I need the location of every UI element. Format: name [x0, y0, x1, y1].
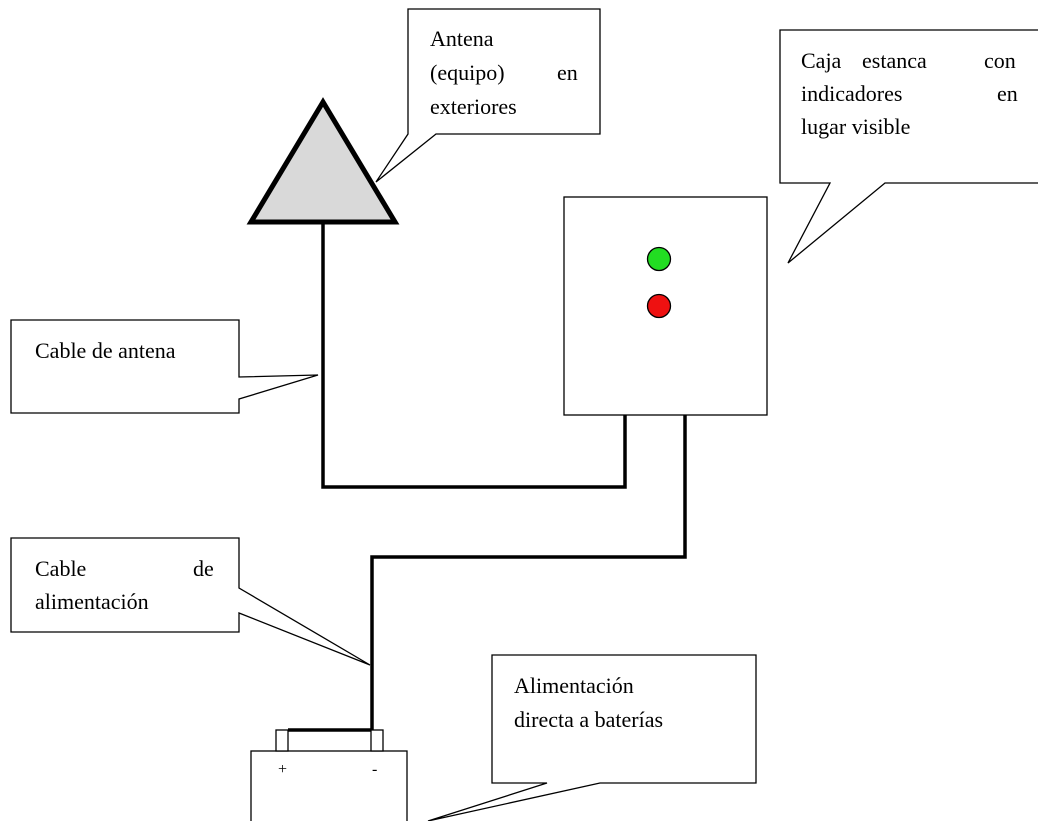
power-cable-callout-line1a: Cable — [35, 556, 87, 581]
box-callout-bubble — [779, 29, 1038, 264]
box-callout-line2b: en — [997, 81, 1018, 106]
box-callout-line2a: indicadores — [801, 81, 903, 106]
power-cable-callout-line1b: de — [193, 556, 214, 581]
antenna-callout-line1: Antena — [430, 26, 494, 51]
power-cable-callout-bubble — [10, 537, 371, 666]
antenna-callout-line2b: en — [557, 60, 578, 85]
box-callout-line1b: estanca — [862, 48, 927, 73]
box-callout-line1a: Caja — [801, 48, 842, 73]
box-callout-line3: lugar visible — [801, 114, 911, 139]
battery-callout-line1: Alimentación — [514, 673, 634, 698]
battery-body — [250, 750, 408, 821]
antenna-callout-line2a: (equipo) — [430, 60, 505, 85]
battery-callout-bubble — [427, 654, 757, 821]
antenna-callout-line3: exteriores — [430, 94, 517, 119]
antenna-cable-callout-bubble — [10, 319, 319, 414]
battery-callout-line2: directa a baterías — [514, 707, 664, 732]
power-cable — [370, 415, 687, 730]
battery-negative-terminal — [370, 729, 384, 752]
battery-positive-terminal — [275, 729, 289, 752]
battery-positive-label: + — [278, 761, 288, 778]
power-cable-callout-line2: alimentación — [35, 589, 149, 614]
antenna-cable — [321, 223, 627, 489]
antenna-cable-callout-line1: Cable de antena — [35, 338, 176, 363]
antenna-triangle — [246, 97, 400, 225]
green-indicator — [646, 246, 672, 272]
red-indicator — [646, 293, 672, 319]
battery-negative-label: - — [372, 761, 378, 778]
box-callout-line1c: con — [984, 48, 1016, 73]
antenna-callout-bubble — [375, 8, 601, 183]
